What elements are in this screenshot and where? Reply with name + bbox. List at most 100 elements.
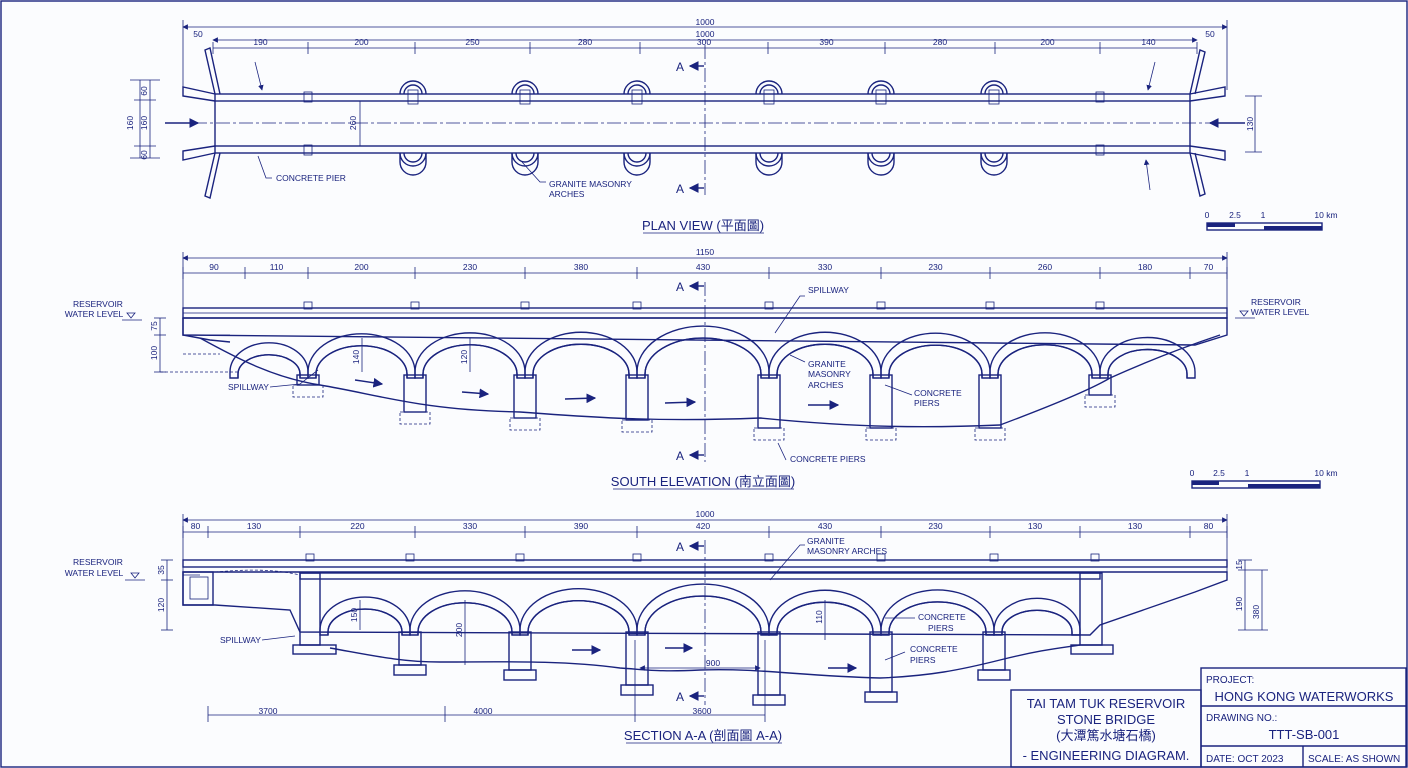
scale2-tick-1: 2.5 bbox=[1213, 468, 1225, 478]
sect-pier-footing bbox=[393, 664, 427, 676]
plan-width-right: 130 bbox=[1245, 117, 1255, 131]
sect-water-2: WATER LEVEL bbox=[65, 568, 124, 578]
tb-date: DATE: OCT 2023 bbox=[1206, 754, 1284, 765]
plan-pier-cutwater bbox=[755, 80, 783, 95]
elev-dim-75: 75 bbox=[149, 321, 159, 331]
elev-section-mark-top: A bbox=[676, 280, 684, 294]
scale-bar-elevation: 0 2.5 1 10 km bbox=[1190, 468, 1338, 489]
plan-pier bbox=[988, 89, 1000, 105]
sect-pier-footing bbox=[503, 669, 537, 681]
sect-pier bbox=[757, 631, 781, 696]
sect-span-dim: 230 bbox=[928, 521, 942, 531]
sect-bottom-dim-1: 3700 bbox=[259, 706, 278, 716]
elev-concrete-pier bbox=[625, 374, 649, 421]
sect-arch-ring bbox=[519, 588, 638, 636]
plan-deck-width: 260 bbox=[348, 116, 358, 130]
elev-water-left-2: WATER LEVEL bbox=[65, 309, 124, 319]
sect-pier-footing bbox=[752, 694, 786, 706]
elev-arch-ring bbox=[880, 332, 991, 379]
sect-arch-ring bbox=[993, 597, 1081, 636]
elev-pier-footing bbox=[292, 384, 324, 398]
sect-label-arches-2: MASONRY ARCHES bbox=[807, 546, 887, 556]
elev-concrete-pier bbox=[403, 374, 427, 413]
sect-dim-110: 110 bbox=[814, 610, 824, 624]
sect-span-dim: 130 bbox=[1028, 521, 1042, 531]
plan-span-dim: 250 bbox=[465, 37, 479, 47]
plan-pier bbox=[519, 89, 531, 105]
plan-span-dim: 280 bbox=[578, 37, 592, 47]
elevation-title: SOUTH ELEVATION (南立面圖) bbox=[611, 474, 795, 489]
plan-total-dim: 1000 bbox=[696, 17, 715, 27]
plan-inner-dim: 1000 bbox=[696, 29, 715, 39]
plan-pier-cutwater bbox=[980, 80, 1008, 95]
sect-label-piers-a1: CONCRETE bbox=[918, 612, 966, 622]
plan-label-arches-1: GRANITE MASONRY bbox=[549, 179, 632, 189]
plan-pier bbox=[631, 89, 643, 105]
sect-label-piers-b1: CONCRETE bbox=[910, 644, 958, 654]
plan-span-dim: 200 bbox=[1040, 37, 1054, 47]
elev-pier-footing bbox=[974, 427, 1006, 441]
elev-pier-footing bbox=[509, 417, 541, 431]
sect-pier bbox=[982, 631, 1006, 671]
tb-project-value: HONG KONG WATERWORKS bbox=[1215, 689, 1394, 704]
elev-section-mark-bottom: A bbox=[676, 449, 684, 463]
tb-drawing-value: TTT-SB-001 bbox=[1269, 727, 1340, 742]
elev-label-piers-bottom: CONCRETE PIERS bbox=[790, 454, 866, 464]
plan-label-arches-2: ARCHES bbox=[549, 189, 585, 199]
elev-label-arches-1: GRANITE bbox=[808, 359, 846, 369]
plan-end-dim-left: 50 bbox=[193, 29, 203, 39]
plan-view-title: PLAN VIEW (平面圖) bbox=[642, 218, 764, 233]
plan-label-concrete-pier: CONCRETE PIER bbox=[276, 173, 346, 183]
elev-span-dim: 380 bbox=[574, 262, 588, 272]
plan-pier-cutwater bbox=[511, 80, 539, 95]
plan-span-dim: 280 bbox=[933, 37, 947, 47]
elev-arch-ring bbox=[989, 332, 1101, 379]
elev-span-dim: 330 bbox=[818, 262, 832, 272]
sect-label-piers-b2: PIERS bbox=[910, 655, 936, 665]
plan-pier-cutwater bbox=[867, 152, 895, 167]
elev-pier-footing bbox=[399, 411, 431, 425]
sect-span-dim: 390 bbox=[574, 521, 588, 531]
elev-label-spillway-left: SPILLWAY bbox=[228, 382, 269, 392]
elev-label-arches-2: MASONRY bbox=[808, 369, 851, 379]
elev-label-piers-1: CONCRETE bbox=[914, 388, 962, 398]
sect-section-mark-bottom: A bbox=[676, 690, 684, 704]
sect-dim-120: 120 bbox=[156, 598, 166, 612]
sect-dim-190: 190 bbox=[1234, 597, 1244, 611]
sect-dim-35: 35 bbox=[156, 565, 166, 575]
sect-span-dim: 330 bbox=[463, 521, 477, 531]
tb-title-4: - ENGINEERING DIAGRAM. bbox=[1023, 748, 1190, 763]
sect-arch-ring bbox=[319, 596, 411, 636]
elev-pier-footing bbox=[753, 427, 785, 441]
elev-span-dim: 110 bbox=[270, 262, 284, 272]
sect-pier-footing bbox=[977, 669, 1011, 681]
elev-dim-100: 100 bbox=[149, 346, 159, 360]
section-title: SECTION A-A (剖面圖 A-A) bbox=[624, 728, 782, 743]
elev-label-piers-2: PIERS bbox=[914, 398, 940, 408]
sect-dim-150: 150 bbox=[349, 608, 359, 622]
elev-water-left-1: RESERVOIR bbox=[73, 299, 123, 309]
tb-title-1: TAI TAM TUK RESERVOIR bbox=[1027, 696, 1185, 711]
plan-pier-cutwater bbox=[867, 80, 895, 95]
elev-concrete-pier bbox=[869, 374, 893, 429]
plan-span-dim: 190 bbox=[253, 37, 267, 47]
elev-label-spillway-top: SPILLWAY bbox=[808, 285, 849, 295]
sect-bottom-dim-2: 4000 bbox=[474, 706, 493, 716]
sect-span-dim: 220 bbox=[350, 521, 364, 531]
sect-total-dim: 1000 bbox=[696, 509, 715, 519]
sect-pier bbox=[625, 631, 649, 686]
sect-span-dim: 430 bbox=[818, 521, 832, 531]
tb-scale: SCALE: AS SHOWN bbox=[1308, 754, 1400, 765]
plan-end-dim-right: 50 bbox=[1205, 29, 1215, 39]
plan-section-mark-bottom: A bbox=[676, 182, 684, 196]
plan-pier-cutwater bbox=[980, 152, 1008, 167]
tb-drawing-label: DRAWING NO.: bbox=[1206, 713, 1277, 724]
plan-pier bbox=[1095, 144, 1105, 156]
elev-span-dim: 70 bbox=[1204, 262, 1214, 272]
plan-pier-cutwater bbox=[511, 152, 539, 167]
